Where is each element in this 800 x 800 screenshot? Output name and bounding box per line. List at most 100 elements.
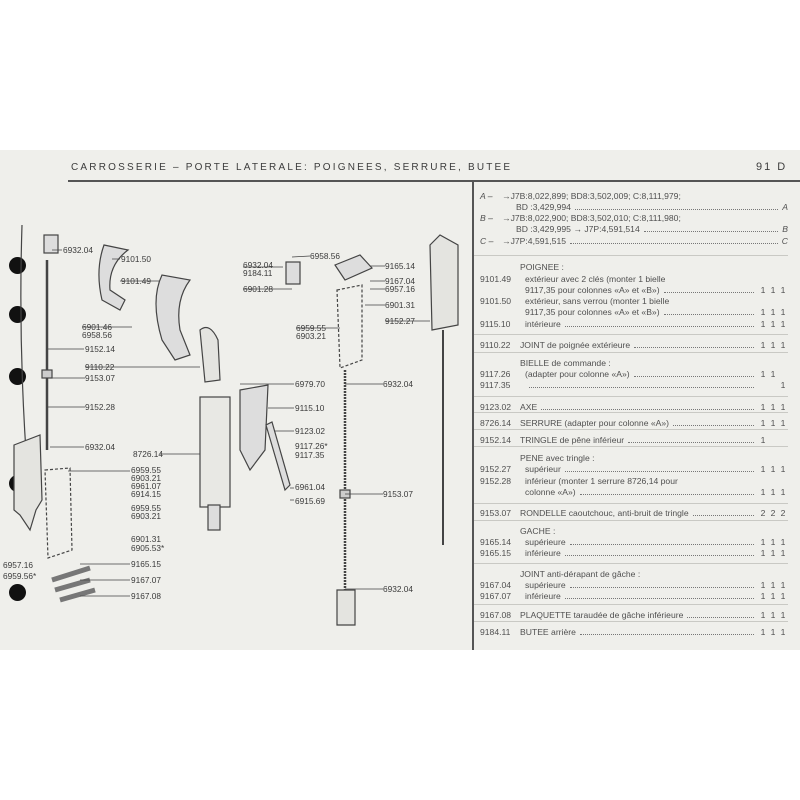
inner-handle bbox=[239, 384, 269, 472]
variant-line2: BD :3,429,995 → J7P:4,591,514 B bbox=[480, 224, 788, 235]
quantity: 1 bbox=[760, 627, 766, 637]
quantity: 1 bbox=[760, 369, 766, 379]
callout-label: 6979.70 bbox=[295, 379, 325, 389]
variant-serials: J7P:4,591,515 bbox=[510, 236, 567, 246]
variant-serials-2: BD :3,429,995 → J7P:4,591,514 bbox=[516, 224, 640, 234]
quantity: 1 bbox=[780, 307, 786, 317]
part-row: BIELLE de commande : bbox=[480, 358, 788, 369]
leader-dots bbox=[663, 307, 754, 315]
part-number: 9153.07 bbox=[480, 508, 512, 518]
part-description: JOINT anti-dérapant de gâche : bbox=[520, 569, 641, 579]
part-number: 9117.35 bbox=[480, 380, 511, 390]
quantity bbox=[758, 380, 768, 391]
callout-label: 9167.04 bbox=[385, 276, 415, 286]
variant-end: A bbox=[782, 202, 788, 212]
callout-label: 9152.28 bbox=[85, 402, 115, 412]
callout-label: 9153.07 bbox=[85, 373, 115, 383]
lock-body bbox=[199, 396, 231, 508]
callout-label: 6959.55 bbox=[296, 323, 326, 333]
quantity: 1 bbox=[760, 307, 766, 317]
callout-label: 9123.02 bbox=[295, 426, 325, 436]
part-description: AXE bbox=[520, 402, 538, 412]
arrow-icon: → bbox=[502, 213, 511, 223]
variant-key: B – bbox=[480, 213, 493, 223]
part-description: 9117,35 pour colonnes «A» et «B») bbox=[525, 307, 660, 317]
callout-label: 6903.21 bbox=[131, 511, 161, 521]
part-number: 9152.28 bbox=[480, 476, 512, 486]
quantity: 1 bbox=[770, 369, 776, 379]
callout-label: 6901.31 bbox=[131, 534, 161, 544]
quantity: 1 bbox=[760, 591, 766, 601]
lock-bracket bbox=[207, 504, 221, 531]
callout-label: 6903.21 bbox=[296, 331, 326, 341]
quantity: 1 bbox=[760, 340, 766, 350]
gasket-9110-22 bbox=[199, 327, 221, 383]
callout-label: 9152.27 bbox=[385, 316, 415, 326]
page-number: 91 D bbox=[756, 161, 788, 173]
callout-label: 6932.04 bbox=[243, 260, 273, 270]
quantity bbox=[778, 435, 788, 446]
quantity: 1 bbox=[760, 418, 766, 428]
quantity: 1 bbox=[770, 627, 776, 637]
row-separator bbox=[474, 503, 788, 504]
quantity: 1 bbox=[760, 402, 766, 412]
left-plate bbox=[13, 434, 43, 532]
part-description: extérieur, sans verrou (monter 1 bielle bbox=[525, 296, 670, 306]
quantity: 1 bbox=[760, 435, 766, 445]
leader-dots bbox=[663, 285, 754, 293]
leader-dots bbox=[569, 580, 754, 588]
quantity: 1 bbox=[760, 548, 766, 558]
handle-9101-49 bbox=[155, 274, 192, 361]
leader-dots bbox=[687, 610, 754, 618]
part-number bbox=[480, 569, 513, 580]
quantity: 1 bbox=[780, 402, 786, 412]
part-number bbox=[480, 307, 513, 318]
bielle bbox=[265, 421, 291, 492]
part-row: 9153.07 RONDELLE caoutchouc, anti-bruit d… bbox=[480, 508, 788, 519]
quantity: 1 bbox=[770, 464, 776, 474]
part-description: (adapter pour colonne «A») bbox=[525, 369, 630, 379]
callout-label: 6959.55 bbox=[131, 465, 161, 475]
quantity: 1 bbox=[780, 610, 786, 620]
callout-label: 6961.07 bbox=[131, 481, 161, 491]
stop-9184-11 bbox=[285, 261, 301, 285]
part-number: 9165.14 bbox=[480, 537, 512, 547]
callout-label: 9165.15 bbox=[131, 559, 161, 569]
callout-label: 9165.14 bbox=[385, 261, 415, 271]
quantity: 1 bbox=[780, 487, 786, 497]
callout-label: 6961.04 bbox=[295, 482, 325, 492]
callout-label: 9117.26* bbox=[295, 441, 328, 451]
quantity: 1 bbox=[770, 548, 776, 558]
part-number bbox=[480, 358, 513, 369]
callout-label: 6932.04 bbox=[383, 379, 413, 389]
part-number: 9152.27 bbox=[480, 464, 512, 474]
part-description: intérieure bbox=[525, 319, 561, 329]
quantity: 1 bbox=[780, 548, 786, 558]
quantity: 1 bbox=[770, 285, 776, 295]
variant-end: B bbox=[782, 224, 788, 234]
leader-dots bbox=[643, 224, 779, 232]
parts-list-panel bbox=[472, 182, 800, 650]
callout-label: 9101.50 bbox=[121, 254, 151, 264]
washer bbox=[41, 369, 53, 379]
part-number bbox=[480, 487, 513, 498]
striker-plates bbox=[51, 565, 96, 603]
part-description: RONDELLE caoutchouc, anti-bruit de tring… bbox=[520, 508, 689, 518]
callout-label: 6959.56* bbox=[3, 571, 37, 581]
row-separator bbox=[474, 352, 788, 353]
part-number: 9184.11 bbox=[480, 627, 511, 637]
quantity: 1 bbox=[780, 340, 786, 350]
row-separator bbox=[474, 446, 788, 447]
callout-label: 6903.21 bbox=[131, 473, 161, 483]
part-number: 9117.26 bbox=[480, 369, 511, 379]
part-description: BIELLE de commande : bbox=[520, 358, 611, 368]
leader-dots bbox=[529, 380, 754, 388]
leader-dots bbox=[564, 548, 754, 556]
part-description: 9117,35 pour colonnes «A» et «B») bbox=[525, 285, 660, 295]
quantity: 2 bbox=[770, 508, 776, 518]
exploded-diagram bbox=[13, 224, 459, 626]
